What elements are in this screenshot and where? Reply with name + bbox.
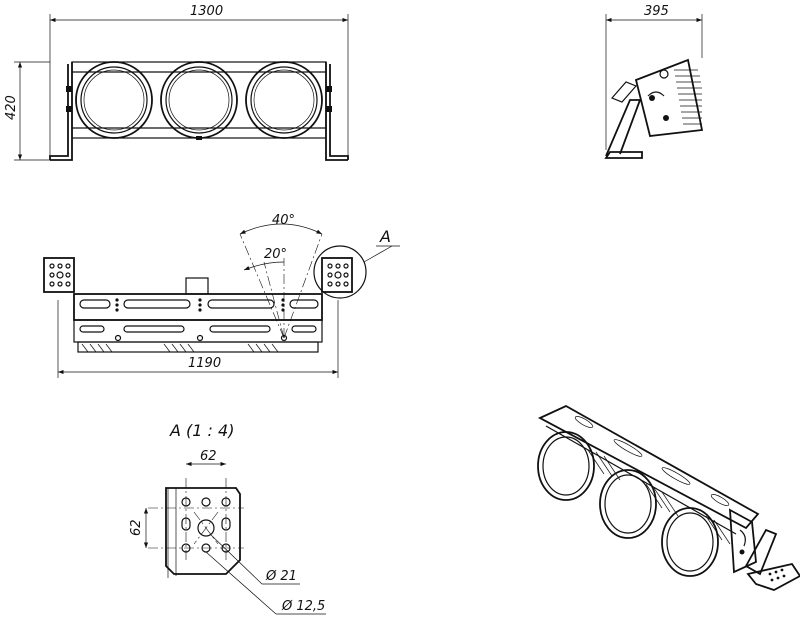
iso-lamp-1 — [537, 431, 595, 501]
dim-front-width: 1300 — [190, 4, 223, 19]
side-view: 395 — [604, 4, 704, 159]
iso-lamp-2 — [599, 469, 657, 539]
plan-junction-box — [185, 277, 209, 295]
dim-hole-small: Ø 12,5 — [281, 599, 325, 614]
front-lamp-3 — [245, 61, 323, 139]
dim-angle-outer: 40° — [272, 213, 295, 228]
plan-left-plate — [43, 257, 75, 293]
iso-lamp-3 — [661, 507, 719, 577]
front-frame — [71, 61, 327, 139]
detail-marker-label: A — [379, 227, 391, 246]
detail-plate — [165, 487, 241, 575]
plan-rail — [73, 293, 323, 321]
dim-detail-height: 62 — [129, 519, 144, 536]
dim-angle-inner: 20° — [264, 247, 287, 262]
plan-view: A 40° 20° 1190 — [43, 213, 400, 378]
dim-plan-width: 1190 — [188, 356, 221, 371]
front-lamp-1 — [75, 61, 153, 139]
iso-mount-foot — [746, 562, 800, 591]
iso-rail-top — [537, 404, 760, 530]
plan-right-plate — [321, 257, 353, 293]
side-body — [634, 58, 704, 137]
dim-hole-large: Ø 21 — [265, 569, 297, 584]
front-lamp-2 — [160, 61, 238, 139]
detail-marker-circle — [313, 245, 367, 299]
dim-detail-width: 62 — [200, 449, 217, 464]
front-view: 1300 420 — [4, 4, 349, 161]
detail-center-hole — [197, 519, 215, 537]
iso-side-bracket — [728, 508, 757, 574]
side-base — [604, 151, 643, 159]
isometric-view — [537, 404, 800, 591]
detail-title: A (1 : 4) — [169, 421, 234, 440]
dim-front-height: 420 — [4, 95, 19, 120]
detail-a-view: A (1 : 4) 62 62 Ø 21 Ø 12,5 — [129, 421, 326, 615]
side-arm — [605, 99, 642, 157]
dim-side-depth: 395 — [644, 4, 669, 19]
